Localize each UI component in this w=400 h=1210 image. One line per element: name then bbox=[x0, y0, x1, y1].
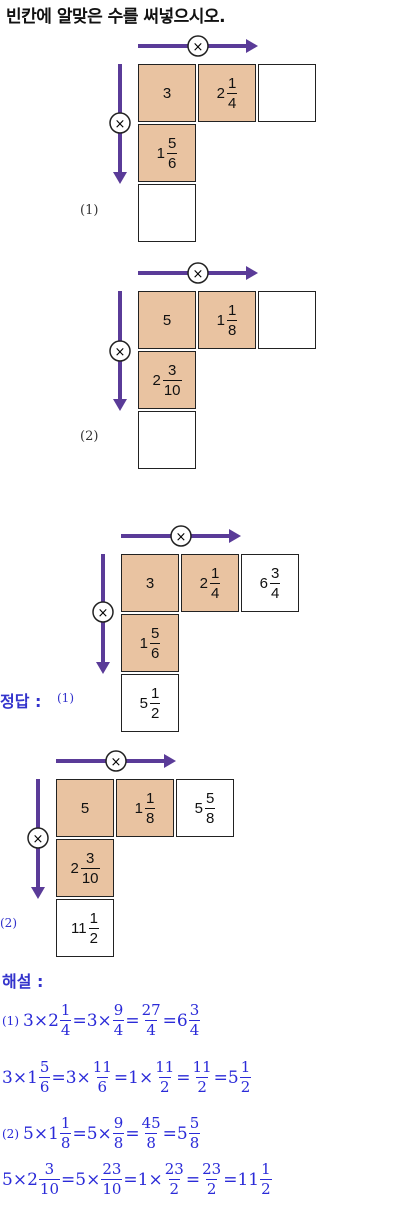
cell-start: 3 bbox=[138, 64, 196, 122]
answer-blank-right[interactable] bbox=[258, 291, 316, 349]
svg-text:×: × bbox=[98, 606, 109, 621]
answer-title: 정답 : bbox=[0, 692, 42, 711]
arrows-answer-2: × × bbox=[27, 750, 176, 899]
svg-text:×: × bbox=[193, 267, 204, 282]
answer-label: (2) bbox=[0, 916, 17, 930]
question-text: 빈칸에 알맞은 수를 써넣으시오. bbox=[6, 7, 226, 27]
problem-label: (1) bbox=[80, 203, 99, 218]
multiply-circle-icon bbox=[109, 112, 131, 134]
svg-text:×: × bbox=[193, 40, 204, 55]
svg-text:×: × bbox=[176, 530, 187, 545]
cell-start: 3 bbox=[121, 554, 179, 612]
arrows-problem-1: × × bbox=[109, 35, 258, 184]
multiply-circle-icon bbox=[187, 262, 209, 284]
svg-text:×: × bbox=[33, 832, 44, 847]
answer-blank-bottom[interactable] bbox=[138, 184, 196, 242]
answer-blank-bottom[interactable] bbox=[138, 411, 196, 469]
multiply-circle-icon bbox=[92, 601, 114, 623]
explanation-title: 해설 : bbox=[2, 972, 44, 991]
cell-start: 5 bbox=[56, 779, 114, 837]
multiply-circle-icon bbox=[187, 35, 209, 57]
problem-label: (2) bbox=[80, 429, 99, 444]
svg-text:×: × bbox=[111, 755, 122, 770]
cell-start: 5 bbox=[138, 291, 196, 349]
answer-label: (1) bbox=[57, 691, 74, 705]
multiply-circle-icon bbox=[109, 340, 131, 362]
multiply-circle-icon bbox=[105, 750, 127, 772]
multiply-circle-icon bbox=[170, 525, 192, 547]
answer-blank-right[interactable] bbox=[258, 64, 316, 122]
arrows-answer-1: × × bbox=[92, 525, 241, 674]
svg-text:×: × bbox=[115, 345, 126, 360]
arrows-problem-2: × × bbox=[109, 262, 258, 411]
svg-text:×: × bbox=[115, 117, 126, 132]
multiply-circle-icon bbox=[27, 827, 49, 849]
